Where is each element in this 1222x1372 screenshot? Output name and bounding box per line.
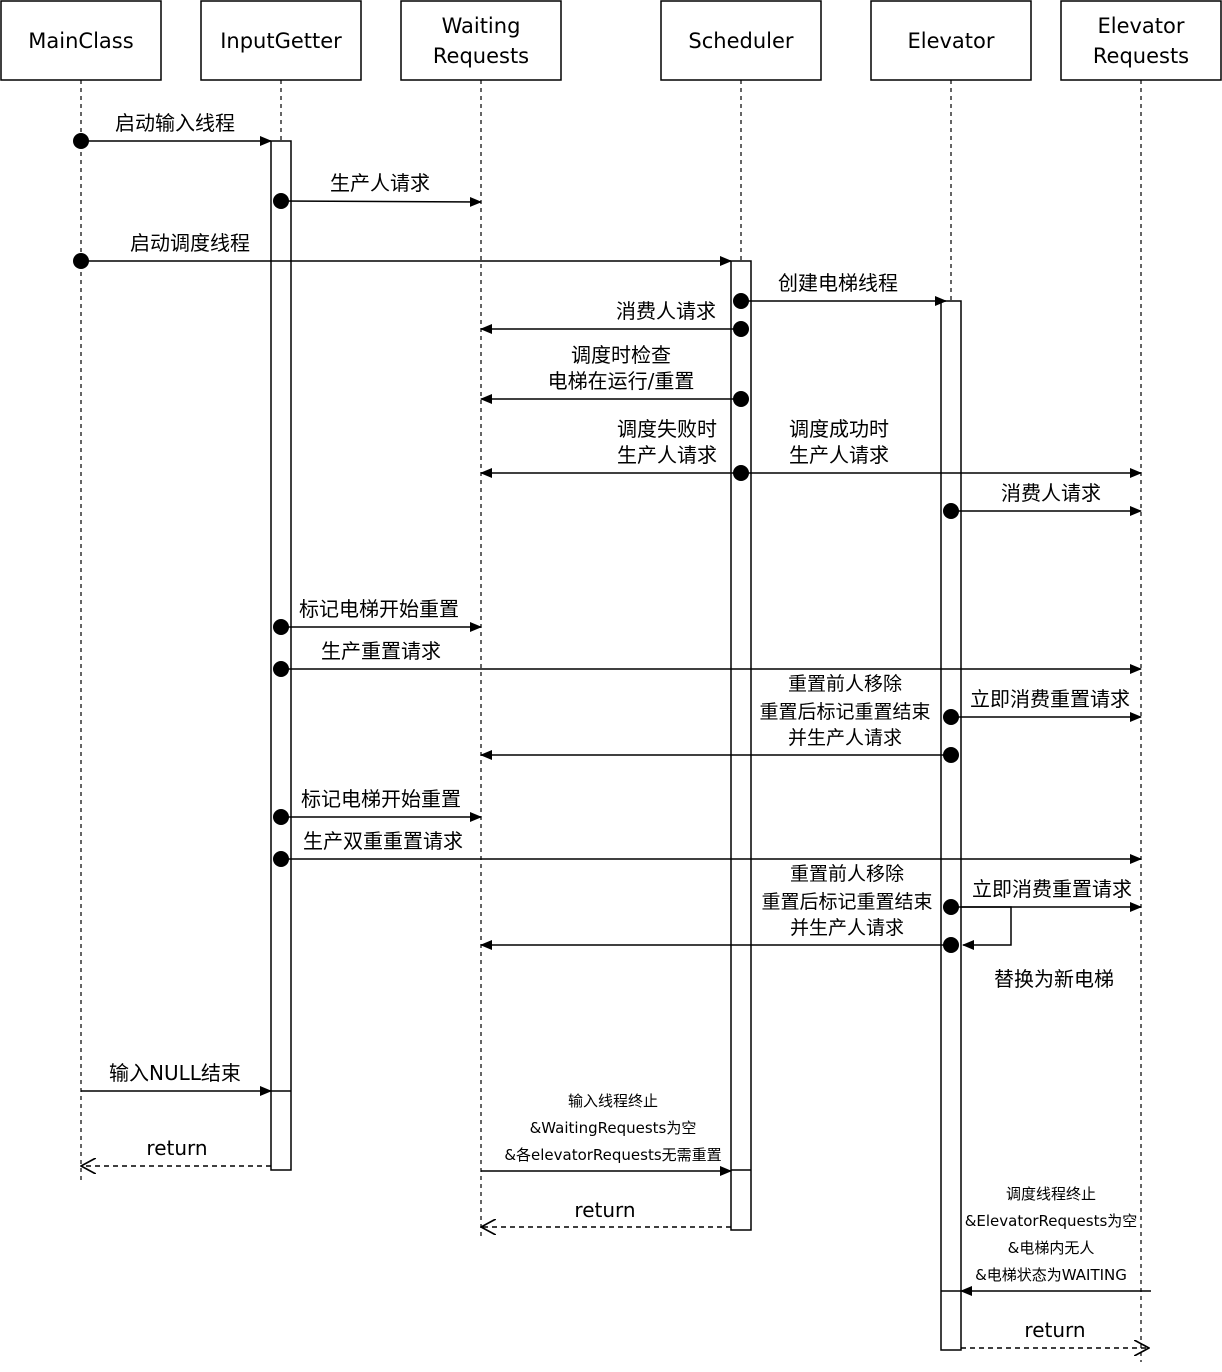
message-replace-elevator: 替换为新电梯 (961, 906, 1114, 991)
message-label-line3: &电梯内无人 (1008, 1239, 1095, 1257)
message-start-input: 启动输入线程 (73, 111, 272, 149)
message-produce-person: 生产人请求 (273, 171, 482, 209)
participant-label-line1: Elevator (1097, 14, 1184, 38)
message-reset-return-2: 重置前人移除 重置后标记重置结束 并生产人请求 (480, 863, 959, 953)
message-label-fail-line2: 生产人请求 (617, 443, 717, 467)
message-label: 生产双重重置请求 (303, 829, 463, 853)
message-label: 立即消费重置请求 (970, 687, 1130, 711)
message-label: 创建电梯线程 (778, 271, 898, 295)
message-label: 启动调度线程 (130, 231, 250, 255)
message-label-line2: 重置后标记重置结束 (761, 891, 932, 913)
message-label: 生产人请求 (330, 171, 430, 195)
message-return-elevator: return (961, 1318, 1149, 1348)
message-label-line1: 调度线程终止 (1006, 1185, 1096, 1203)
participant-label: InputGetter (220, 29, 342, 53)
message-label: 替换为新电梯 (994, 967, 1114, 991)
message-start-schedule: 启动调度线程 (73, 231, 732, 269)
participant-label-line2: Requests (433, 44, 529, 68)
message-label-line3: 并生产人请求 (788, 727, 902, 749)
participant-label: MainClass (28, 29, 133, 53)
message-return-main: return (81, 1136, 271, 1166)
message-label-success-line1: 调度成功时 (789, 417, 889, 441)
message-label-line2: 电梯在运行/重置 (548, 369, 695, 393)
message-mark-reset-2: 标记电梯开始重置 (273, 787, 482, 825)
message-label: return (574, 1198, 635, 1222)
message-create-elevator: 创建电梯线程 (733, 271, 947, 309)
message-consume-reset-2: 立即消费重置请求 (943, 877, 1142, 915)
message-label: 标记电梯开始重置 (301, 787, 461, 811)
message-label-success-line2: 生产人请求 (789, 443, 889, 467)
message-scheduler-end: 输入线程终止 &WaitingRequests为空 &各elevatorRequ… (481, 1092, 732, 1176)
message-label-line2: 重置后标记重置结束 (759, 701, 930, 723)
participant-scheduler: Scheduler (660, 0, 822, 81)
participant-mainclass: MainClass (0, 0, 162, 81)
participant-label: Elevator (907, 29, 994, 53)
message-label-line3: &各elevatorRequests无需重置 (504, 1146, 721, 1164)
message-label-line3: 并生产人请求 (790, 917, 904, 939)
message-consume-person: 消费人请求 (480, 299, 749, 337)
message-label: 消费人请求 (616, 299, 716, 323)
message-label-line4: &电梯状态为WAITING (975, 1266, 1127, 1284)
message-label-line1: 调度时检查 (571, 343, 671, 367)
message-label: 立即消费重置请求 (972, 877, 1132, 901)
participant-inputgetter: InputGetter (200, 0, 362, 81)
message-mark-reset-1: 标记电梯开始重置 (273, 597, 482, 635)
message-label-line1: 重置前人移除 (788, 673, 902, 695)
activation-elevator (940, 300, 962, 1351)
message-label-line2: &ElevatorRequests为空 (965, 1212, 1138, 1230)
message-schedule-result: 调度失败时 生产人请求 调度成功时 生产人请求 (480, 417, 1142, 481)
message-label: 生产重置请求 (321, 639, 441, 663)
message-label: 启动输入线程 (115, 111, 235, 135)
participant-waiting-requests: Waiting Requests (400, 0, 562, 81)
participant-label-line1: Waiting (442, 14, 521, 38)
activation-scheduler (730, 260, 752, 1231)
message-produce-reset: 生产重置请求 (273, 639, 1142, 677)
participant-elevator: Elevator (870, 0, 1032, 81)
message-consume-reset-1: 立即消费重置请求 (943, 687, 1142, 725)
participant-elevator-requests: Elevator Requests (1060, 0, 1222, 81)
message-label: return (1024, 1318, 1085, 1342)
message-return-scheduler: return (481, 1198, 731, 1227)
message-reset-return-1: 重置前人移除 重置后标记重置结束 并生产人请求 (480, 673, 959, 763)
message-check-elevator: 调度时检查 电梯在运行/重置 (480, 343, 749, 407)
message-elevator-consume: 消费人请求 (943, 481, 1142, 519)
participant-label: Scheduler (688, 29, 793, 53)
message-label-line1: 重置前人移除 (790, 863, 904, 885)
message-label: 输入NULL结束 (109, 1061, 241, 1085)
message-label-line1: 输入线程终止 (568, 1092, 658, 1110)
message-label: 标记电梯开始重置 (299, 597, 459, 621)
message-input-null-end: 输入NULL结束 (81, 1061, 272, 1096)
activation-inputgetter (270, 140, 292, 1171)
message-elevator-end: 调度线程终止 &ElevatorRequests为空 &电梯内无人 &电梯状态为… (960, 1185, 1151, 1296)
participant-label-line2: Requests (1093, 44, 1189, 68)
message-label: return (146, 1136, 207, 1160)
message-label-fail-line1: 调度失败时 (617, 417, 717, 441)
message-label-line2: &WaitingRequests为空 (530, 1119, 697, 1137)
message-label: 消费人请求 (1001, 481, 1101, 505)
message-produce-double-reset: 生产双重重置请求 (273, 829, 1142, 867)
